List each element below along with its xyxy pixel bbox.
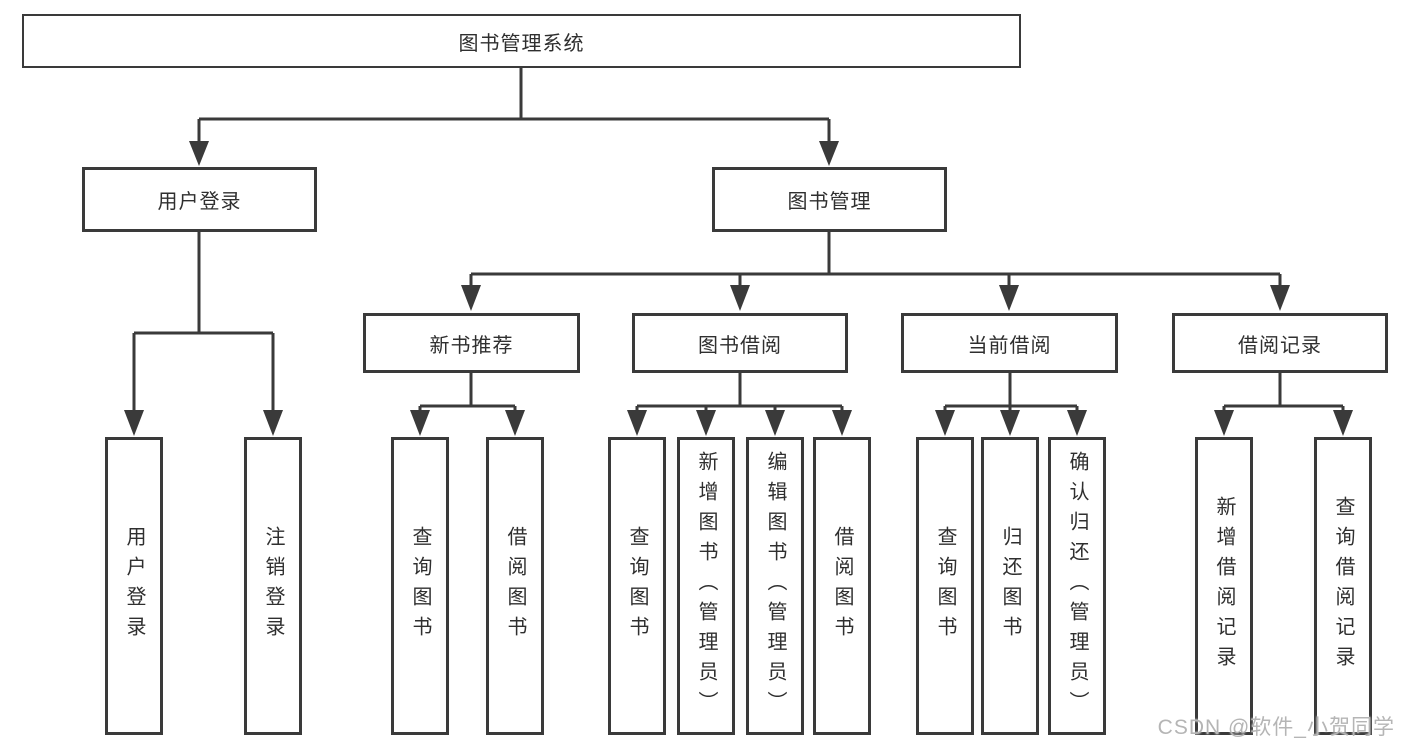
node-user-login-label: 用户登录 <box>157 191 242 213</box>
node-new-books: 新书推荐 <box>363 313 580 373</box>
node-root-label: 图书管理系统 <box>458 32 585 55</box>
leaf-records-add: 新增借阅记录 <box>1195 437 1253 735</box>
connector-new-books-to-leaves <box>418 373 517 411</box>
leaf-current-return-label: 归还图书 <box>999 526 1021 646</box>
node-new-books-label: 新书推荐 <box>429 334 514 357</box>
arrowheads-level2 <box>189 141 839 166</box>
leaf-current-query-label: 查询图书 <box>934 526 956 646</box>
leaf-newbooks-query-label: 查询图书 <box>409 526 431 646</box>
node-book-borrow: 图书借阅 <box>632 313 848 373</box>
leaf-current-query: 查询图书 <box>916 437 974 735</box>
leaf-records-query-label: 查询借阅记录 <box>1332 496 1354 676</box>
leaf-current-confirm-admin-label: 确认归还（管理员） <box>1066 451 1088 721</box>
node-book-mgmt: 图书管理 <box>712 167 947 232</box>
connector-book-borrow-to-leaves <box>635 373 844 411</box>
node-book-borrow-label: 图书借阅 <box>698 334 782 357</box>
leaf-logout: 注销登录 <box>244 437 302 735</box>
connector-current-borrow-to-leaves <box>943 373 1079 411</box>
leaf-user-login: 用户登录 <box>105 437 163 735</box>
node-borrow-records-label: 借阅记录 <box>1238 334 1322 357</box>
node-current-borrow: 当前借阅 <box>901 313 1118 373</box>
leaf-records-add-label: 新增借阅记录 <box>1213 496 1235 676</box>
leaf-newbooks-borrow: 借阅图书 <box>486 437 544 735</box>
node-current-borrow-label: 当前借阅 <box>967 334 1052 357</box>
arrowheads-new-books-leaves <box>410 410 525 436</box>
node-borrow-records: 借阅记录 <box>1172 313 1388 373</box>
connector-root-to-level2 <box>197 68 831 142</box>
arrowheads-current-borrow-leaves <box>935 410 1087 436</box>
watermark: CSDN @软件_小贺同学 <box>1157 716 1395 739</box>
leaf-borrow-book-label: 借阅图书 <box>831 526 853 646</box>
node-user-login: 用户登录 <box>82 167 317 232</box>
arrowheads-level3 <box>461 285 1290 311</box>
arrowheads-book-borrow-leaves <box>627 410 852 436</box>
leaf-records-query: 查询借阅记录 <box>1314 437 1372 735</box>
connector-borrow-records-to-leaves <box>1222 373 1345 411</box>
node-book-mgmt-label: 图书管理 <box>787 191 872 213</box>
leaf-newbooks-query: 查询图书 <box>391 437 449 735</box>
leaf-borrow-edit-admin-label: 编辑图书（管理员） <box>764 451 786 721</box>
leaf-borrow-add-admin-label: 新增图书（管理员） <box>695 451 717 721</box>
leaf-newbooks-borrow-label: 借阅图书 <box>504 526 526 646</box>
leaf-borrow-query: 查询图书 <box>608 437 666 735</box>
leaf-current-confirm-admin: 确认归还（管理员） <box>1048 437 1106 735</box>
leaf-current-return: 归还图书 <box>981 437 1039 735</box>
leaf-borrow-query-label: 查询图书 <box>626 526 648 646</box>
arrowheads-user-login-leaves <box>124 410 283 436</box>
arrowheads-borrow-records-leaves <box>1214 410 1353 436</box>
node-root-system: 图书管理系统 <box>22 14 1021 68</box>
leaf-borrow-book: 借阅图书 <box>813 437 871 735</box>
leaf-borrow-add-admin: 新增图书（管理员） <box>677 437 735 735</box>
leaf-borrow-edit-admin: 编辑图书（管理员） <box>746 437 804 735</box>
leaf-logout-label: 注销登录 <box>262 526 284 646</box>
connector-user-login-to-leaves <box>132 232 275 411</box>
leaf-user-login-label: 用户登录 <box>123 526 145 646</box>
connector-book-mgmt-to-level3 <box>469 232 1282 286</box>
